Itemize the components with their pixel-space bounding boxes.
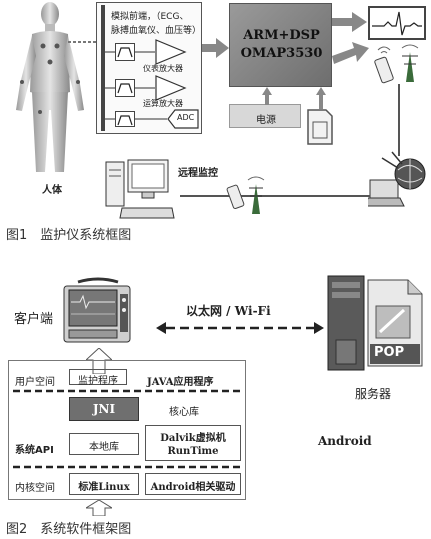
adc-label: ADC [177,113,195,122]
ecg-waveform-icon [372,11,422,36]
jni-label: JNI [92,402,116,416]
drivers-label: Android相关驱动 [150,482,236,493]
runtime-label: RunTime [167,446,219,457]
native-lib-label: 本地库 [89,442,119,453]
power-block: 电源 [229,104,301,128]
filter-2 [115,79,135,97]
arrow-bottom-up [86,500,112,516]
adc-icon [167,109,199,129]
system-api-label: 系统API [15,445,54,456]
frontend-bus [101,5,105,131]
client-label: 客户端 [14,312,54,327]
remote-tower-icon [226,176,265,214]
jni-box: JNI [69,397,139,421]
filter-3 [115,111,135,127]
link-label: 以太网 / Wi-Fi [186,304,271,318]
linux-box: 标准Linux [69,473,139,495]
runtime-box: Dalvik虚拟机 RunTime [145,425,241,461]
remote-pc-icon [105,159,175,219]
server-label: 服务器 [355,387,392,401]
monitor-app-box: 监护程序 [69,369,127,387]
processor-line1: ARM+DSP [243,28,320,43]
op-amp-icon [155,75,187,101]
amp2-label: 运算放大器 [143,99,183,108]
arrow-power-processor [262,87,272,105]
dalvik-label: Dalvik虚拟机 [160,433,226,444]
server-icon [327,275,423,371]
network-globe-icon [368,151,426,207]
connector-network-remote [180,195,370,197]
monitor-app-label: 监护程序 [78,376,118,387]
figure-1-caption: 图1 监护仪系统框图 [6,228,132,243]
processor-line2: OMAP3530 [240,46,323,61]
core-lib-label: 核心库 [169,407,199,418]
human-label: 人体 [42,185,62,196]
patient-monitor-icon [63,277,131,343]
instrument-amp-icon [155,39,187,65]
power-label: 电源 [256,115,276,126]
linux-label: 标准Linux [78,482,130,493]
divider-2 [13,465,241,469]
divider-1 [13,389,241,393]
user-space-label: 用户空间 [15,377,55,388]
arrow-frontend-processor [202,38,229,58]
arrow-processor-display [332,12,367,32]
amp1-label: 仪表放大器 [143,64,183,73]
figure-2-caption: 图2 系统软件框架图 [6,522,132,537]
connector-human-frontend [68,41,98,43]
connector-to-network [398,84,400,156]
android-label: Android [318,434,372,448]
native-lib-box: 本地库 [69,433,139,455]
human-body-icon [16,2,84,172]
remote-monitor-label: 远程监控 [178,168,218,179]
drivers-box: Android相关驱动 [145,473,241,495]
arrow-sd-processor [316,87,326,109]
filter-1 [115,43,135,61]
sd-card-icon [307,109,333,145]
wireless-module-icon [374,44,419,84]
frontend-text-2: 脉搏血氧仪、血压等） [111,26,202,36]
kernel-space-label: 内核空间 [15,483,55,494]
analog-frontend-block: 模拟前端，（ECG、 脉搏血氧仪、血压等） 仪表放大器 运算放大器 ADC [96,2,202,134]
arrow-processor-wireless [332,42,369,64]
frontend-text-1: 模拟前端，（ECG、 [111,12,189,22]
ecg-display [368,6,426,40]
processor-block: ARM+DSP OMAP3530 [229,3,332,87]
link-dashed-arrow [156,322,324,334]
pop-badge: POP [374,345,405,360]
software-stack: 用户空间 监护程序 JAVA应用程序 JNI 核心库 系统API 本地库 Dal… [8,360,246,500]
java-app-label: JAVA应用程序 [147,377,214,388]
